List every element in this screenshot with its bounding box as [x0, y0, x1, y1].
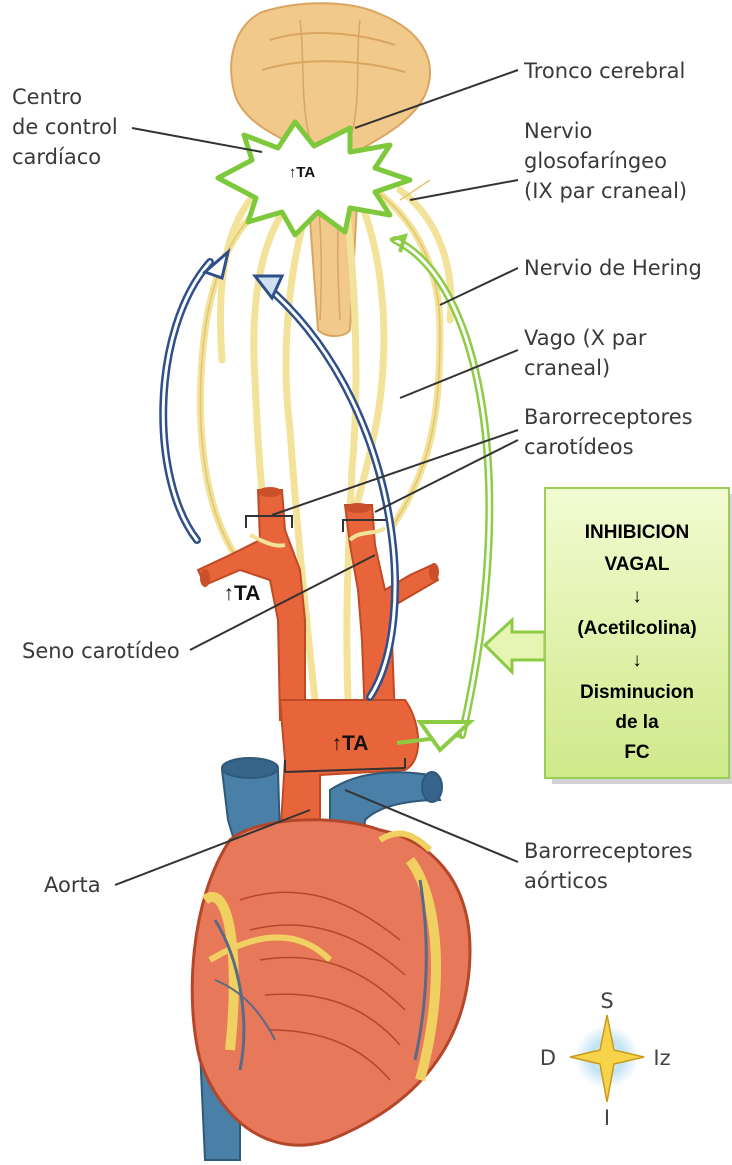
label-glosofaringeo-line1: Nervio [524, 119, 592, 143]
label-vago-line2: craneal) [524, 356, 610, 380]
compass-star-icon [570, 1015, 644, 1102]
label-vago-line1: Vago (X par [524, 326, 647, 350]
brain-ta-marker: ↑TA [289, 164, 316, 181]
callout-line2: VAGAL [604, 554, 669, 575]
compass-east: Iz [653, 1046, 670, 1070]
callout-box: INHIBICION VAGAL ↓ (Acetilcolina) ↓ Dism… [545, 488, 732, 784]
label-aorta: Aorta [44, 873, 101, 897]
callout-line1: INHIBICION [585, 522, 690, 543]
callout-line6: FC [624, 742, 650, 763]
callout-arrow1: ↓ [632, 586, 642, 607]
label-glosofaringeo-line2: glosofaríngeo [524, 149, 667, 173]
label-seno: Seno carotídeo [22, 639, 180, 663]
label-baro-aort-line2: aórticos [524, 869, 608, 893]
aortic-ta-marker: ↑TA [332, 732, 369, 755]
compass-west: D [540, 1046, 556, 1070]
label-centro-line3: cardíaco [12, 145, 101, 169]
label-hering: Nervio de Hering [524, 256, 702, 280]
callout-line5: de la [615, 712, 659, 733]
label-baro-carot-line2: carotídeos [524, 435, 634, 459]
label-glosofaringeo-line3: (IX par craneal) [524, 179, 687, 203]
label-centro-line1: Centro [12, 85, 82, 109]
callout-line4: Disminucion [580, 682, 694, 703]
compass: S I D Iz [540, 989, 671, 1130]
label-centro-line2: de control [12, 115, 118, 139]
carotid-ta-marker: ↑TA [224, 582, 261, 605]
compass-south: I [604, 1106, 610, 1130]
label-tronco: Tronco cerebral [523, 59, 685, 83]
callout-line3: (Acetilcolina) [577, 618, 696, 639]
callout-pointer-arrow [485, 620, 545, 672]
label-baro-aort-line1: Barorreceptores [524, 839, 693, 863]
compass-north: S [600, 989, 613, 1013]
heart [192, 820, 470, 1145]
callout-arrow2: ↓ [632, 650, 642, 671]
label-baro-carot-line1: Barorreceptores [524, 405, 693, 429]
